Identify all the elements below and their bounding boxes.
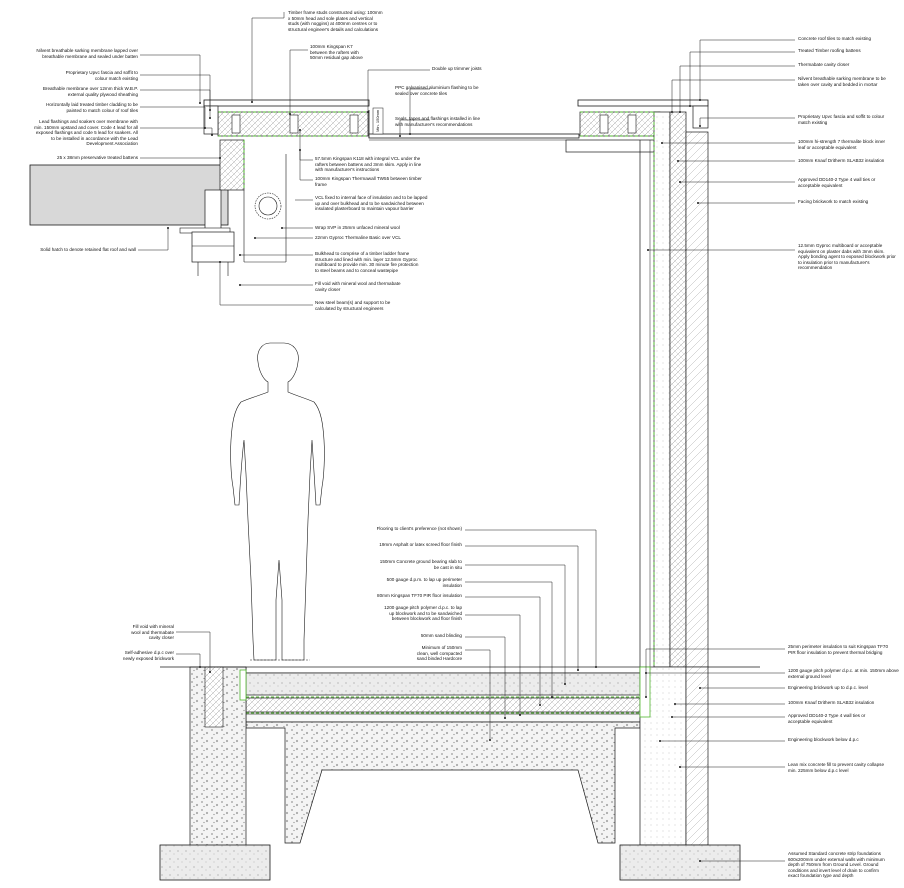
note-thermabate-closer: Thermabate cavity closer	[798, 62, 850, 67]
note-thermawall-tw55: 100mm Kingspan Thermawall TW55 between t…	[315, 176, 422, 187]
cavity-insulation	[669, 111, 687, 668]
note-timber-battens: Treated Timber roofing battens	[798, 48, 861, 53]
left-roof-deck	[203, 99, 370, 107]
floor-insulation	[245, 697, 641, 713]
note-concrete-tiles: Concrete roof tiles to match existing	[798, 36, 872, 41]
note-eng-brick-dpc: Engineering brickwork up to d.p.c. level	[788, 685, 868, 690]
note-solid-hatch: Solid hatch to denote retained flat roof…	[40, 247, 136, 252]
note-bulkhead: Bulkhead to comprise of a timber ladder …	[315, 251, 419, 273]
note-self-adhesive-dpc: Self-adhesive d.p.c over newly exposed b…	[122, 650, 174, 661]
note-timber-frame-studs: Timber frame studs constructed using: 10…	[288, 10, 383, 32]
note-upvc-fascia-right: Proprietary Upvc fascia and soffit to co…	[798, 114, 885, 125]
note-cladding: Horizontally laid treated timber claddin…	[46, 102, 138, 113]
note-sand-blinding: 50mm sand blinding	[420, 633, 462, 638]
left-foundation	[159, 844, 271, 881]
note-concrete-slab: 150mm Concrete ground bearing slab to be…	[379, 559, 462, 570]
note-fill-void-left: Fill void with mineral wool and thermaba…	[131, 624, 174, 641]
floor-screed	[245, 666, 641, 674]
note-steel-beams: New steel beam(s) and support to be calc…	[315, 300, 391, 311]
note-breathable-membrane: Breathable membrane over 12mm thick W.B.…	[42, 86, 138, 97]
note-wall-ties-top: Approved DD140-2 Type 4 wall ties or acc…	[798, 177, 876, 188]
note-facing-brickwork: Facing brickwork to match existing	[798, 199, 869, 204]
note-breathable-sarking-right: Nilvent breathable sarking membrane to b…	[798, 76, 886, 87]
note-lean-mix: Lean mix concrete fill to prevent cavity…	[788, 762, 885, 773]
note-lead-flashings: Lead flashings and soakers over membrane…	[34, 119, 138, 147]
note-battens: 25 x 38mm preservative treated battens	[57, 155, 138, 160]
rooflight	[368, 133, 580, 139]
note-pitch-polymer: 1200 gauge pitch polymer d.p.c. to lap u…	[384, 605, 462, 622]
note-wall-ties-low: Approved DD140-2 Type 4 wall ties or acc…	[788, 713, 866, 724]
note-knauf-dritherm-low: 100mm Knauf Dritherm SLAB32 insulation	[788, 700, 875, 705]
left-wall-insulation	[204, 666, 224, 728]
retained-flat-roof	[29, 164, 229, 226]
note-fill-void-top: Fill void with mineral wool and thermaba…	[315, 281, 401, 292]
hardcore	[245, 721, 641, 844]
inner-leaf-blockwork	[653, 111, 671, 668]
note-double-trimmer: Double up trimmer joists	[432, 66, 482, 71]
right-foundation	[619, 844, 741, 881]
note-foundations: Assumed Standard concrete strip foundati…	[788, 851, 885, 879]
note-dpm-lap: 500 gauge d.p.m. to lap up perimeter ins…	[386, 577, 462, 588]
note-perimeter-insulation: 25mm perimeter insulation to suit Kingsp…	[788, 644, 889, 655]
concrete-slab	[245, 672, 641, 696]
steel-beams	[191, 231, 235, 263]
note-ppc-flashing: PPC galvanised aluminium flashing to be …	[395, 85, 479, 96]
left-timber-frame	[219, 139, 245, 191]
note-kingspan-k7: 100mm Kingspan K7 between the rafters wi…	[310, 44, 363, 61]
note-gyproc-multiboard: 12.5mm Gyproc multiboard or acceptable e…	[798, 243, 896, 271]
note-upvc-fascia-left: Proprietary Upvc fascia and soffit to co…	[65, 70, 138, 81]
note-breathable-sarking-left: Nilvent breathable sarking membrane lapp…	[36, 48, 138, 59]
note-kingspan-k118: 57.5mm Kingspan K118 with integral VCL u…	[315, 156, 422, 173]
note-block-inner: 100mm hi-strength 7 thermalite block inn…	[798, 139, 886, 150]
note-flooring: Flooring to client's preference (not sho…	[376, 526, 462, 531]
note-gyproc-thermaline: 22mm Gyproc Thermaline Basic over VCL	[315, 235, 401, 240]
facing-brickwork	[685, 131, 709, 668]
note-vcl-fixed: VCL fixed to internal face of insulation…	[315, 195, 428, 212]
note-seals-tapes: Seals, tapes and flashings installed in …	[395, 116, 481, 127]
sand-blinding	[245, 713, 641, 723]
human-figure	[230, 342, 325, 661]
note-dpc-150: 1200 gauge pitch polymer d.p.c. at min. …	[788, 668, 899, 679]
right-roof-deck	[577, 99, 709, 107]
eng-brickwork-below	[685, 666, 709, 846]
note-knauf-dritherm-top: 100mm Knauf Dritherm SLAB32 insulation	[798, 158, 885, 163]
right-roof-insulation	[579, 111, 661, 137]
dimension-label: Min. 150mm	[375, 109, 381, 132]
note-tf70-floor: 80mm Kingspan TF70 PIR floor insulation	[377, 593, 462, 598]
note-eng-brick-below: Engineering blockwork below d.p.c	[788, 737, 859, 742]
note-hardcore: Minimum of 150mm clean, well compacted s…	[416, 645, 462, 662]
note-screed: 19mm Asphalt or latex screed floor finis…	[379, 542, 462, 547]
note-wrap-svp: Wrap SVP in 25mm unfaced mineral wool	[315, 225, 400, 230]
